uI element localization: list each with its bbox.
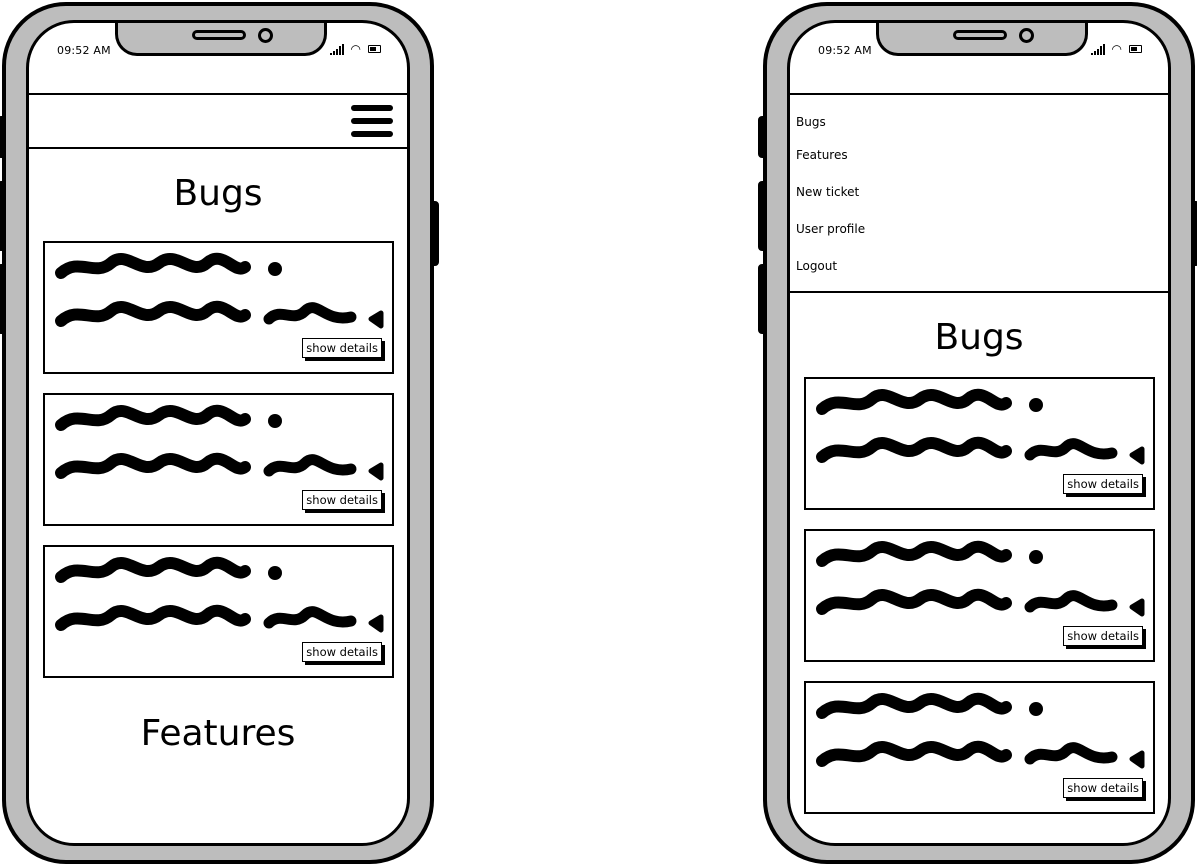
speaker-icon [953,30,1007,40]
show-details-button[interactable]: show details [1063,626,1143,646]
bug-card: show details [804,377,1155,510]
wifi-icon: ◠ [1111,42,1122,56]
bug-card: show details [804,681,1155,814]
volume-down-button [758,264,766,334]
nav-menu-expanded: Bugs Features New ticket User profile Lo… [790,93,1168,293]
cellular-signal-icon [1090,43,1105,55]
navbar [29,93,407,149]
status-icons: ◠ [329,42,381,56]
wifi-icon: ◠ [350,42,361,56]
battery-icon [1129,45,1142,53]
mute-switch [0,116,5,158]
bug-card: show details [43,393,394,526]
status-time: 09:52 AM [818,44,872,57]
camera-icon [1019,28,1034,43]
show-details-button[interactable]: show details [302,338,382,358]
scribble-placeholder-text [55,403,385,489]
scribble-placeholder-text [55,555,385,641]
menu-item-features[interactable]: Features [796,148,848,162]
notch [115,23,327,56]
menu-item-bugs[interactable]: Bugs [796,115,826,129]
scribble-placeholder-text [816,691,1146,777]
status-icons: ◠ [1090,42,1142,56]
menu-item-new-ticket[interactable]: New ticket [796,185,860,199]
notch [876,23,1088,56]
volume-down-button [0,264,5,334]
menu-item-user-profile[interactable]: User profile [796,222,866,236]
bugs-title: Bugs [173,173,263,214]
bugs-title: Bugs [934,317,1024,358]
cellular-signal-icon [329,43,344,55]
volume-up-button [0,181,5,251]
phone-frame-left: 09:52 AM ◠ Bugs show details show detail… [0,2,439,864]
show-details-button[interactable]: show details [302,642,382,662]
show-details-button[interactable]: show details [1063,778,1143,798]
bug-card: show details [43,241,394,374]
status-time: 09:52 AM [57,44,111,57]
hamburger-menu-icon[interactable] [351,103,393,139]
scribble-placeholder-text [816,539,1146,625]
speaker-icon [192,30,246,40]
menu-item-logout[interactable]: Logout [796,259,838,273]
show-details-button[interactable]: show details [1063,474,1143,494]
camera-icon [258,28,273,43]
power-button [431,201,439,266]
scribble-placeholder-text [55,251,385,337]
show-details-button[interactable]: show details [302,490,382,510]
mute-switch [758,116,766,158]
phone-screen-left: 09:52 AM ◠ Bugs show details show detail… [26,20,410,846]
phone-screen-right: 09:52 AM ◠ Bugs Features New ticket User… [787,20,1171,846]
bug-card: show details [804,529,1155,662]
scribble-placeholder-text [816,387,1146,473]
bug-card: show details [43,545,394,678]
phone-frame-right: 09:52 AM ◠ Bugs Features New ticket User… [758,2,1197,864]
features-title: Features [140,713,296,754]
volume-up-button [758,181,766,251]
battery-icon [368,45,381,53]
power-button [1192,201,1197,266]
